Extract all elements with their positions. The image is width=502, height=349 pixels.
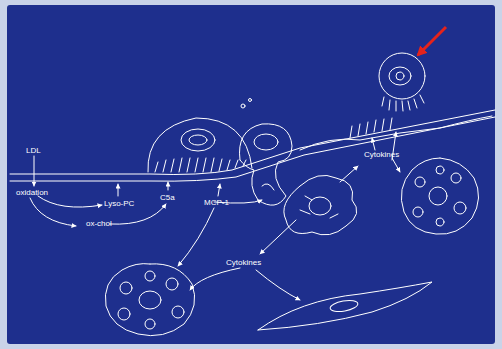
nucleus bbox=[189, 135, 207, 145]
lipid-droplet bbox=[451, 173, 461, 183]
arrow bbox=[372, 138, 375, 150]
monocyte bbox=[148, 118, 252, 172]
circulating-monocyte bbox=[379, 53, 425, 99]
microvilli bbox=[155, 158, 246, 172]
microvilli bbox=[382, 95, 424, 111]
adhesion-molecules bbox=[350, 118, 392, 138]
lipid-droplet bbox=[118, 308, 130, 320]
label-text: ox-chol bbox=[86, 219, 112, 228]
lipid-droplet bbox=[145, 319, 155, 329]
lipid-droplet bbox=[172, 306, 184, 318]
arrow bbox=[392, 158, 400, 172]
nucleus bbox=[139, 291, 161, 309]
arrow bbox=[218, 184, 220, 196]
lipid-droplet bbox=[436, 218, 444, 226]
arrow bbox=[34, 156, 35, 186]
arrow bbox=[30, 198, 76, 226]
foam-cell bbox=[401, 158, 478, 234]
granule bbox=[249, 99, 252, 102]
label-text: MCP-1 bbox=[204, 198, 229, 207]
nucleus bbox=[262, 184, 274, 190]
arrow bbox=[190, 268, 240, 290]
lipid-droplet bbox=[454, 202, 466, 214]
lipid-droplet bbox=[415, 177, 425, 187]
arrow bbox=[340, 166, 358, 182]
foam-cell bbox=[105, 264, 194, 336]
label-text: LDL bbox=[26, 146, 41, 155]
granule bbox=[241, 104, 245, 108]
pointer-arrow bbox=[418, 27, 446, 55]
lipid-droplet bbox=[145, 271, 155, 281]
label-text: oxidation bbox=[16, 188, 48, 197]
macrophage bbox=[284, 175, 357, 235]
label-text: Cytokines bbox=[226, 258, 261, 267]
nucleus bbox=[329, 299, 358, 314]
nucleus bbox=[429, 187, 447, 205]
endothelium bbox=[10, 117, 495, 181]
nucleus bbox=[181, 129, 215, 151]
nucleus bbox=[396, 72, 404, 80]
organelles bbox=[300, 196, 338, 218]
arrow bbox=[178, 208, 214, 266]
arrow bbox=[260, 220, 296, 254]
endothelium bbox=[10, 110, 495, 175]
lipid-droplet bbox=[120, 282, 132, 294]
lipid-droplet bbox=[436, 166, 444, 174]
lipid-droplet bbox=[166, 278, 178, 290]
nucleus bbox=[254, 134, 278, 150]
smooth-muscle-cell bbox=[258, 282, 432, 330]
label-text: C5a bbox=[160, 193, 175, 202]
label-text: Lyso-PC bbox=[104, 199, 134, 208]
transmigrating-monocyte bbox=[239, 124, 292, 205]
label-text: Cytokines bbox=[364, 150, 399, 159]
lipid-droplet bbox=[413, 207, 423, 217]
arrow bbox=[38, 196, 102, 207]
background-panel bbox=[7, 5, 495, 344]
arrow bbox=[256, 270, 300, 300]
arrow bbox=[168, 182, 169, 190]
arrow bbox=[118, 184, 119, 196]
nucleus bbox=[389, 67, 411, 85]
